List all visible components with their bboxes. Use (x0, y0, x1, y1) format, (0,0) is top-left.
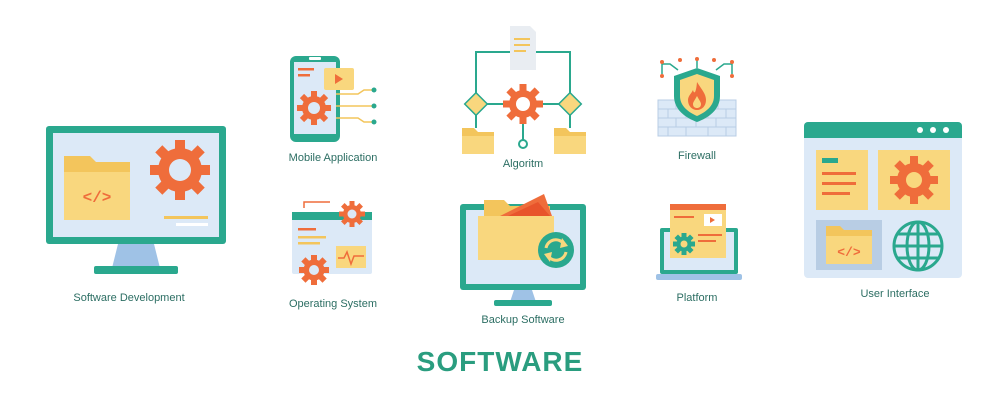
label-backup-software: Backup Software (481, 314, 565, 326)
label-mobile-application: Mobile Application (288, 152, 378, 164)
label-platform: Platform (676, 292, 718, 304)
backup-monitor-folder-icon (460, 194, 586, 306)
computer-code-gear-icon: </> (46, 126, 226, 274)
label-operating-system: Operating System (288, 298, 378, 310)
label-firewall: Firewall (678, 150, 716, 162)
label-algoritm: Algoritm (502, 158, 544, 170)
firewall-shield-icon (657, 57, 737, 137)
algorithm-flowchart-icon (462, 26, 586, 154)
svg-text:</>: </> (83, 189, 112, 207)
operating-system-window-icon (292, 201, 372, 285)
user-interface-window-icon: </> (804, 122, 962, 278)
label-user-interface: User Interface (860, 288, 930, 300)
svg-text:</>: </> (837, 245, 861, 260)
mobile-app-gear-icon (290, 56, 377, 142)
platform-laptop-icon (656, 204, 742, 280)
label-software-development: Software Development (73, 292, 185, 304)
page-title: SOFTWARE (416, 346, 584, 377)
